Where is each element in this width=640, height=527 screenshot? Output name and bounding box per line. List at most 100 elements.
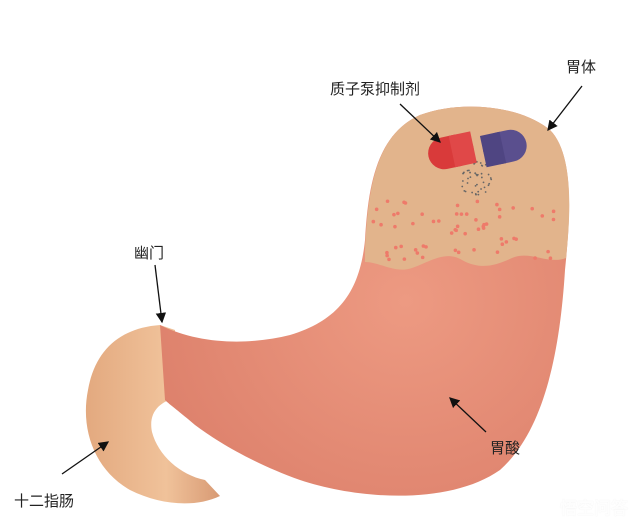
label-stomach-body: 胃体 [566, 58, 597, 76]
acid-dot [548, 256, 553, 260]
drug-particle [487, 173, 490, 176]
acid-dot [499, 237, 504, 241]
drug-particle [476, 174, 478, 177]
arrow-acid [449, 397, 487, 433]
acid-dot [371, 219, 376, 224]
acid-dot [379, 222, 383, 227]
drug-particle [471, 191, 474, 194]
acid-dot [472, 248, 476, 252]
acid-dot [374, 207, 379, 212]
drug-particle [474, 172, 477, 175]
drug-particle [476, 183, 478, 186]
acid-dots [371, 199, 556, 262]
acid-dot [476, 227, 481, 232]
drug-particle [490, 178, 493, 181]
drug-particle [466, 182, 469, 184]
acid-dot [475, 199, 480, 204]
arrow-ppi [399, 103, 441, 143]
drug-particle [477, 190, 480, 193]
drug-particle [488, 182, 491, 185]
acid-dot [530, 206, 535, 211]
acid-dot [396, 211, 400, 216]
drug-particle [469, 176, 472, 178]
acid-dot [495, 202, 499, 207]
drug-particle [483, 186, 486, 189]
acid-dot [512, 236, 516, 241]
drug-particle [484, 191, 487, 193]
acid-dot [385, 250, 389, 255]
acid-dot [495, 250, 500, 254]
capsule-red [428, 131, 477, 170]
acid-dot [474, 218, 478, 222]
acid-dot [402, 257, 407, 261]
acid-dot [497, 207, 502, 212]
acid-dot [459, 212, 464, 216]
drug-particle [474, 184, 477, 187]
fundus [365, 106, 570, 270]
acid-dot [551, 209, 556, 214]
acid-dot [415, 251, 420, 255]
drug-particle [489, 177, 492, 179]
arrow-duodenum [61, 441, 110, 475]
acid-dot [420, 212, 424, 217]
acid-dot [387, 257, 391, 262]
drug-particle [480, 176, 483, 179]
acid-dot [500, 242, 505, 247]
acid-dot [504, 240, 509, 244]
acid-dot [546, 249, 550, 254]
acid-dot [463, 231, 467, 236]
drug-particle [480, 172, 483, 175]
drug-particle [475, 193, 477, 196]
drug-particle [481, 165, 484, 167]
drug-particles [461, 159, 493, 196]
acid-dot [421, 244, 426, 248]
acid-dot [454, 212, 459, 216]
drug-particle [467, 177, 469, 180]
acid-dot [497, 215, 502, 219]
drug-particle [482, 181, 485, 184]
duodenum [85, 325, 220, 504]
acid-dot [393, 245, 398, 250]
label-pylorus: 幽门 [134, 244, 165, 262]
drug-particle [462, 172, 464, 175]
drug-particle [477, 193, 480, 196]
acid-dot [399, 244, 403, 249]
acid-dot [453, 227, 458, 232]
drug-particle [466, 169, 469, 172]
acid-dot [455, 203, 460, 208]
drug-particle [461, 180, 464, 182]
acid-dot [511, 206, 515, 210]
arrow-pylorus [154, 264, 167, 324]
watermark: 悟空问答 [560, 499, 628, 519]
label-gastric-acid: 胃酸 [490, 439, 521, 457]
acid-dot [385, 253, 389, 258]
acid-dot [533, 256, 537, 260]
drug-particle [473, 162, 476, 165]
acid-dot [392, 212, 396, 217]
acid-dot [393, 224, 397, 229]
label-duodenum: 十二指肠 [14, 492, 75, 510]
arrow-body [547, 85, 583, 132]
acid-dot [453, 248, 458, 253]
capsule-blue [479, 129, 527, 168]
acid-dot [449, 231, 454, 235]
acid-dot [431, 219, 436, 224]
acid-dot [385, 199, 390, 204]
drug-particle [464, 190, 467, 193]
acid-dot [456, 250, 461, 255]
drug-particle [461, 185, 464, 188]
drug-particle [469, 171, 471, 174]
acid-dot [481, 226, 486, 230]
acid-dot [420, 255, 425, 260]
drug-particle [480, 188, 482, 190]
acid-dot [551, 217, 556, 222]
acid-dot [540, 214, 545, 218]
acid-dot [484, 222, 489, 226]
acid-dot [464, 212, 469, 216]
acid-dot [402, 200, 406, 205]
acid-dot [413, 248, 418, 252]
drug-particle [487, 184, 490, 187]
drug-particle [479, 162, 482, 164]
